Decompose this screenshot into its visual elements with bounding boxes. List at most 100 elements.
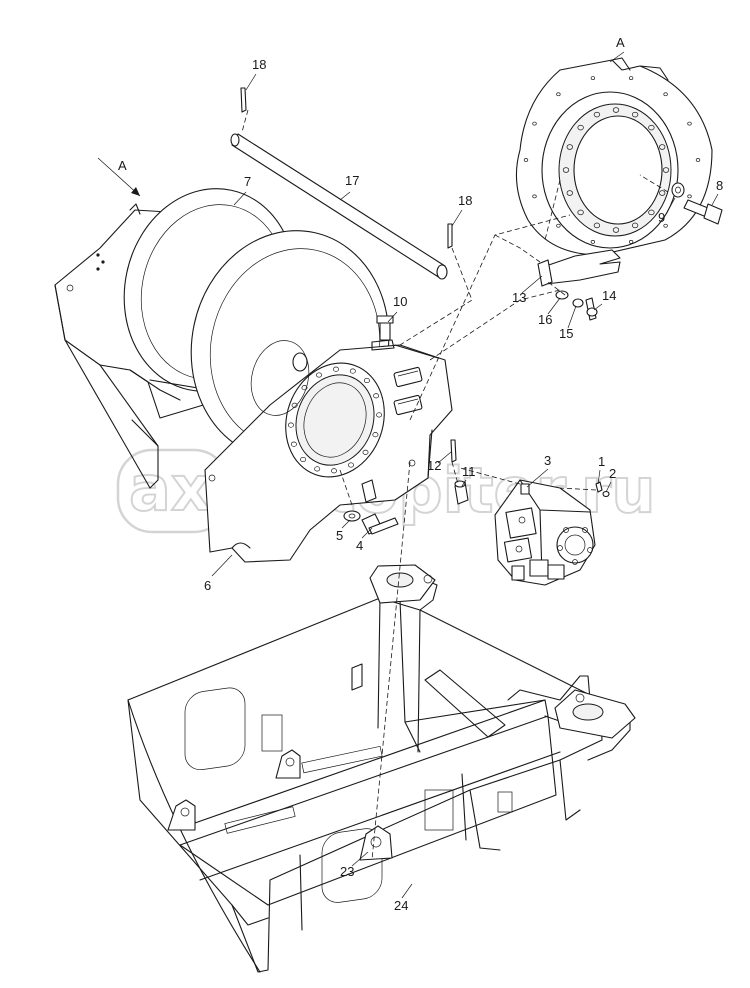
pin-part-18-top xyxy=(240,87,247,113)
callout-2: 2 xyxy=(609,466,616,481)
callout-8: 8 xyxy=(716,178,723,193)
washer-part-16 xyxy=(555,290,569,300)
callout-leader-24 xyxy=(401,883,413,899)
bolt-hole xyxy=(593,111,601,118)
bolt-hole xyxy=(593,222,601,229)
bolt-hole xyxy=(662,167,670,173)
bolt-part-14 xyxy=(585,297,598,321)
callout-1: 1 xyxy=(598,454,605,469)
washer-part-9 xyxy=(671,182,685,198)
arm-part-13 xyxy=(537,249,621,287)
bolt-hole xyxy=(348,462,354,468)
bolt-hole xyxy=(556,223,561,228)
callout-18: 18 xyxy=(252,57,266,72)
bolt-hole xyxy=(695,158,701,162)
bolt-hole xyxy=(523,158,529,162)
bolt-hole xyxy=(363,377,370,384)
bolt-hole xyxy=(562,167,570,173)
callout-6: 6 xyxy=(204,578,211,593)
callout-leader-18 xyxy=(245,73,257,91)
bracket-part-23 xyxy=(359,825,393,861)
bolt-hole xyxy=(577,124,584,131)
callout-3: 3 xyxy=(544,453,551,468)
bolt-hole xyxy=(290,441,297,447)
disc-outer-holes xyxy=(523,76,701,244)
view-marker-a: A xyxy=(118,158,127,173)
bolt-hole xyxy=(333,366,339,372)
frame-part-24 xyxy=(127,564,636,973)
callout-7: 7 xyxy=(244,174,251,189)
assembly-lines xyxy=(241,109,669,861)
callout-24: 24 xyxy=(394,898,408,913)
callout-18: 18 xyxy=(458,193,472,208)
callout-leader-9 xyxy=(665,197,676,215)
bolt-hole xyxy=(372,432,379,438)
bolt-hole xyxy=(648,124,655,131)
callout-9: 9 xyxy=(658,210,665,225)
bolt-hole xyxy=(663,92,668,97)
bolt-hole xyxy=(314,466,321,472)
callout-5: 5 xyxy=(336,528,343,543)
callout-leader-4 xyxy=(361,527,373,539)
callout-12: 12 xyxy=(427,458,441,473)
bolt-hole xyxy=(659,144,666,150)
bolt-hole xyxy=(373,393,380,399)
bolt-hole xyxy=(556,92,561,97)
callout-10: 10 xyxy=(393,294,407,309)
bolt-part-8 xyxy=(683,199,723,225)
pin-part-18-side xyxy=(447,223,453,249)
washer-part-2 xyxy=(602,490,610,498)
callout-leader-13 xyxy=(521,275,543,294)
flange-bolt-holes xyxy=(287,366,383,474)
bolt-hole xyxy=(301,385,308,391)
shaft-part-17 xyxy=(230,133,448,280)
callout-leader-10 xyxy=(387,311,398,323)
detail-title-a: A xyxy=(616,35,625,50)
bolt-hole xyxy=(362,449,369,455)
bolt-hole xyxy=(376,412,383,418)
bolt-hole xyxy=(566,144,573,150)
bolt-hole xyxy=(612,107,620,113)
callout-15: 15 xyxy=(559,326,573,341)
bolt-hole xyxy=(349,368,356,374)
view-arrow-a: A A xyxy=(97,35,625,197)
mount-lug xyxy=(167,799,196,831)
bolt-hole xyxy=(628,76,634,80)
callout-leader-17 xyxy=(339,191,351,201)
bolt-hole xyxy=(590,240,596,244)
bolt-hole xyxy=(631,222,639,229)
callout-4: 4 xyxy=(356,538,363,553)
side-plate-part-6 xyxy=(204,340,453,563)
watermark-logo: ax xyxy=(129,452,211,525)
callout-leader-5 xyxy=(341,519,351,529)
bolt-part-4 xyxy=(361,513,399,535)
callout-leader-16 xyxy=(547,297,561,315)
callout-leader-8 xyxy=(711,193,719,206)
frame-pivot-tower xyxy=(369,564,436,604)
callout-leader-23 xyxy=(351,851,369,867)
callout-leader-14 xyxy=(593,303,603,311)
callout-leader-15 xyxy=(567,305,577,329)
bolt-hole xyxy=(631,111,639,118)
bolt-hole xyxy=(287,422,294,428)
screw-part-1 xyxy=(595,481,603,493)
pin-under-plate xyxy=(361,479,377,503)
washer-part-5 xyxy=(343,510,361,522)
callout-13: 13 xyxy=(512,290,526,305)
disc-bolt-holes xyxy=(562,107,670,233)
bolt-hole xyxy=(566,190,573,196)
bolt-hole xyxy=(659,190,666,196)
pin-part-12 xyxy=(450,439,457,463)
mount-lug xyxy=(275,749,301,779)
detail-a-brake-disc xyxy=(515,57,713,287)
callout-leader-7 xyxy=(233,191,247,206)
nut-part-15 xyxy=(572,298,584,308)
bolt-hole xyxy=(331,468,337,474)
fitting-part-10 xyxy=(371,315,395,351)
bolt-hole xyxy=(590,76,596,80)
bolt-hole xyxy=(663,223,668,228)
bolt-hole xyxy=(612,227,620,233)
